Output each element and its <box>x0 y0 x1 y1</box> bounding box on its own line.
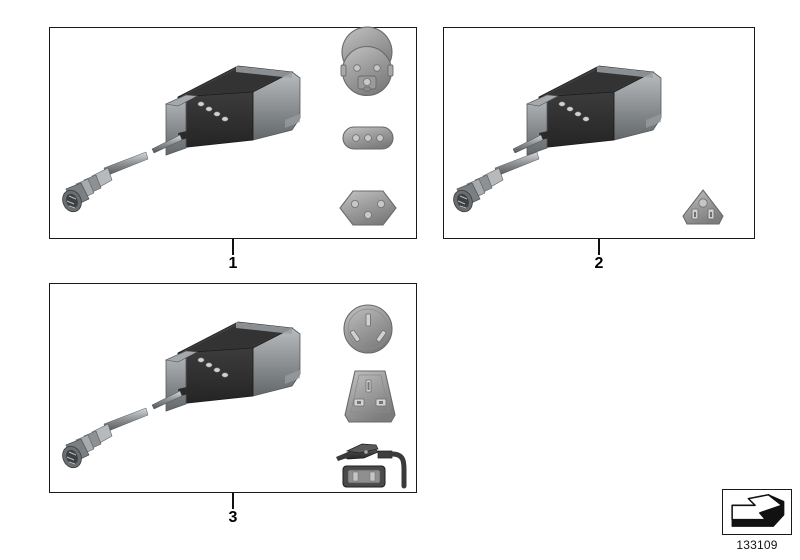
callout-number: 2 <box>594 255 604 272</box>
callout-number: 3 <box>228 509 238 526</box>
corner-marker-box <box>722 489 792 535</box>
callout-leader-line <box>598 239 600 255</box>
drawing-number: 133109 <box>736 538 778 552</box>
callout-3: 3 <box>213 493 253 526</box>
callout-leader-line <box>232 239 234 255</box>
callout-2: 2 <box>579 239 619 272</box>
panel-2 <box>443 27 755 239</box>
panel-1 <box>49 27 417 239</box>
arrow-pointer-icon <box>731 494 785 527</box>
callout-leader-line <box>232 493 234 509</box>
callout-1: 1 <box>213 239 253 272</box>
callout-number: 1 <box>228 255 238 272</box>
panel-3 <box>49 283 417 493</box>
